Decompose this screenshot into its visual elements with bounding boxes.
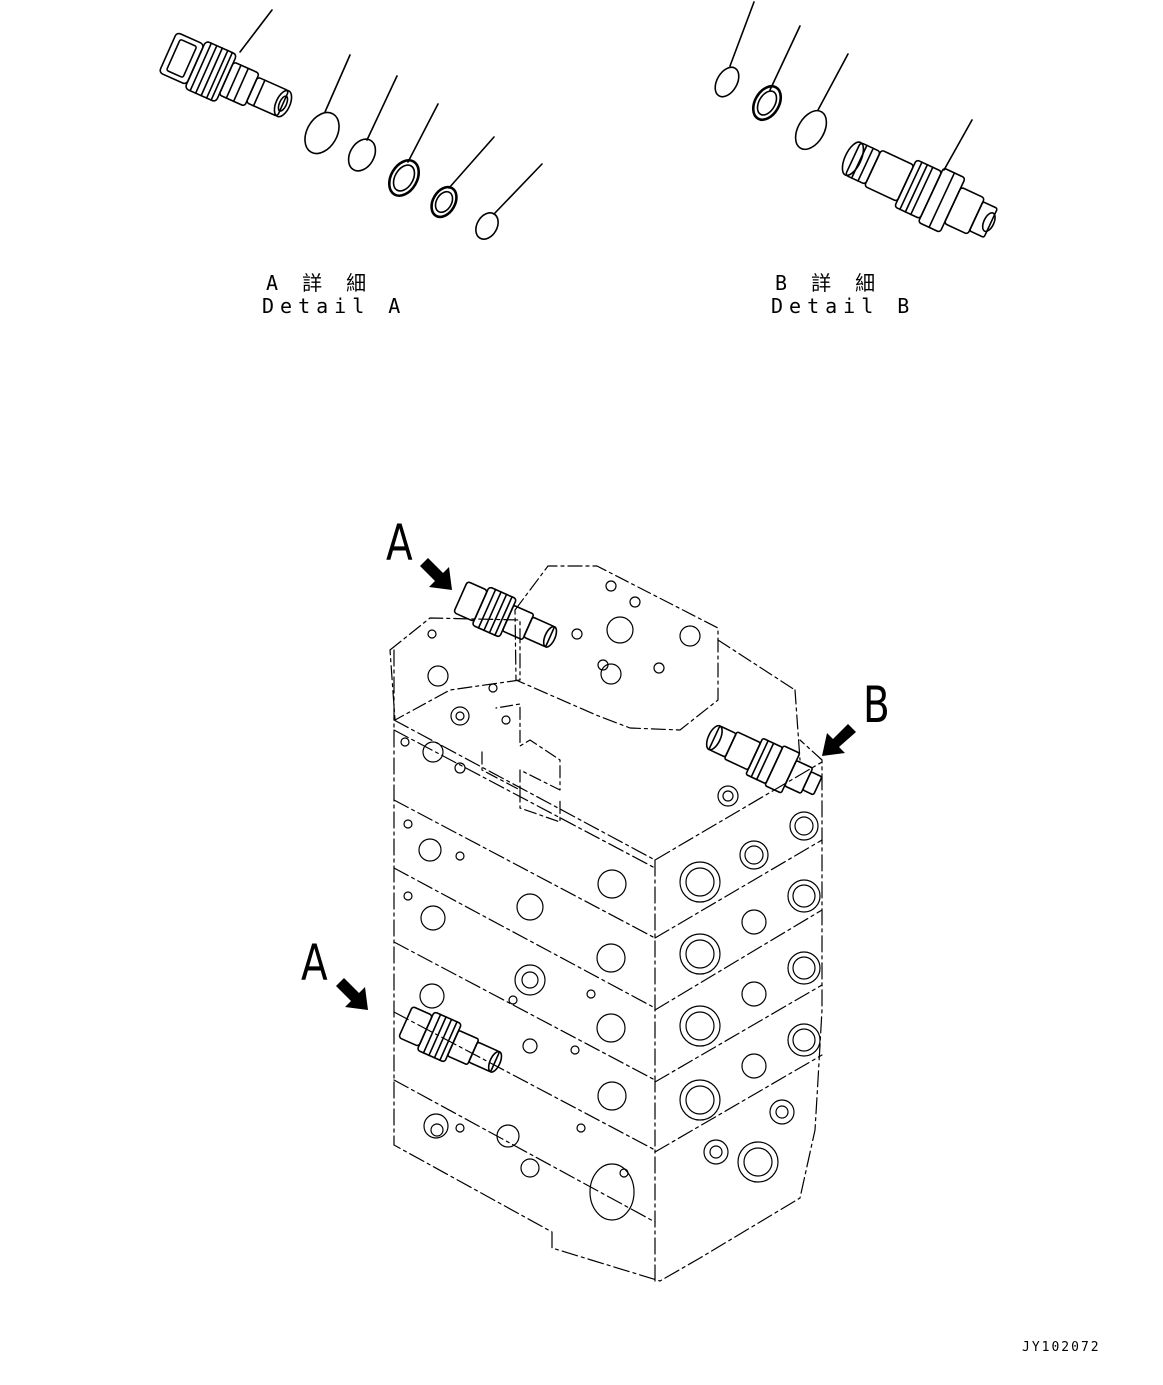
- detail-b-jp-label: B 詳 細: [775, 271, 882, 295]
- detail-a-leader-4: [407, 103, 439, 163]
- installed-valve-b: [705, 724, 823, 796]
- detail-b-leader-2: [769, 25, 801, 91]
- detail-a-o-ring-1: [304, 111, 340, 155]
- installed-relief-valve-top: [453, 581, 558, 648]
- detail-b-backup-ring: [751, 84, 783, 122]
- callout-a-top: A: [386, 514, 413, 572]
- detail-a-en-label: Detail A: [262, 294, 407, 318]
- detail-a-backup-ring-1: [387, 159, 421, 197]
- drawing-code: JY102072: [1022, 1340, 1101, 1355]
- detail-a-jp-label: A 詳 細: [266, 271, 373, 295]
- detail-b-leader-4: [943, 119, 973, 171]
- arrow-a-top-icon: [420, 558, 452, 590]
- detail-b-valve: [841, 141, 998, 238]
- detail-a-backup-ring-2: [430, 185, 458, 219]
- callout-b: B: [863, 676, 890, 734]
- arrow-b-icon: [822, 724, 856, 756]
- detail-b-exploded-view: [714, 1, 998, 238]
- detail-a-o-ring-2: [347, 138, 377, 172]
- detail-b-leader-3: [817, 53, 849, 111]
- detail-a-relief-valve: [159, 32, 293, 118]
- callout-a-bottom: A: [301, 934, 328, 992]
- detail-a-leader-1: [239, 9, 273, 53]
- detail-a-leader-2: [324, 54, 351, 113]
- detail-a-exploded-view: [159, 9, 543, 240]
- arrow-a-bottom-icon: [336, 978, 368, 1010]
- detail-b-o-ring-1: [714, 66, 740, 98]
- detail-b-en-label: Detail B: [771, 294, 916, 318]
- control-valve-body: [389, 565, 823, 1282]
- installed-relief-valve-bottom: [398, 1006, 503, 1073]
- detail-a-leader-6: [493, 163, 543, 215]
- detail-a-o-ring-3: [475, 212, 499, 240]
- right-face-ports: [571, 580, 821, 1183]
- detail-b-o-ring-2: [794, 109, 828, 151]
- detail-b-leader-1: [729, 1, 755, 67]
- left-face-ports: [400, 629, 635, 1221]
- detail-a-leader-5: [448, 136, 495, 189]
- detail-a-leader-3: [366, 75, 398, 141]
